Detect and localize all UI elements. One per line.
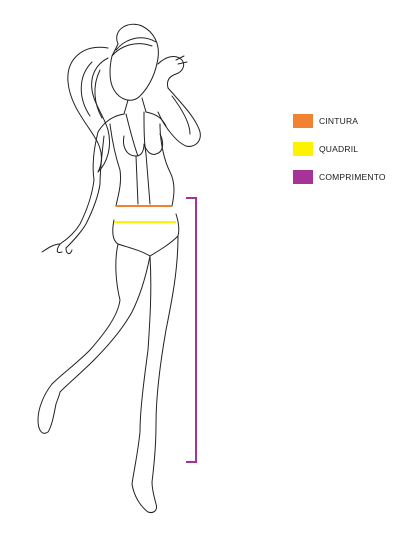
fashion-figure-drawing — [37, 23, 201, 513]
raised-arm — [157, 87, 201, 147]
left-hand — [41, 243, 73, 255]
left-arm — [59, 131, 99, 245]
legend-item-quadril: QUADRIL — [293, 141, 398, 157]
cintura-label: CINTURA — [319, 116, 359, 126]
ponytail — [67, 46, 111, 173]
head — [109, 23, 159, 101]
length-measurement-bracket — [186, 197, 197, 463]
legend-item-cintura: CINTURA — [293, 113, 398, 129]
shoulders — [97, 113, 125, 133]
quadril-swatch — [293, 142, 313, 156]
front-foot — [131, 481, 157, 513]
raised-hand — [157, 56, 185, 89]
cintura-swatch — [293, 114, 313, 128]
quadril-label: QUADRIL — [319, 144, 359, 154]
bust — [123, 133, 164, 157]
briefs — [112, 213, 180, 257]
legend-item-comprimento: COMPRIMENTO — [293, 169, 398, 185]
front-leg — [131, 255, 152, 485]
comprimento-swatch — [293, 170, 313, 184]
torso-right — [159, 123, 175, 207]
torso-left — [109, 123, 121, 207]
back-foot — [37, 383, 61, 434]
measurement-legend: CINTURA QUADRIL COMPRIMENTO — [293, 113, 398, 197]
back-leg — [51, 243, 121, 385]
comprimento-label: COMPRIMENTO — [319, 172, 386, 182]
